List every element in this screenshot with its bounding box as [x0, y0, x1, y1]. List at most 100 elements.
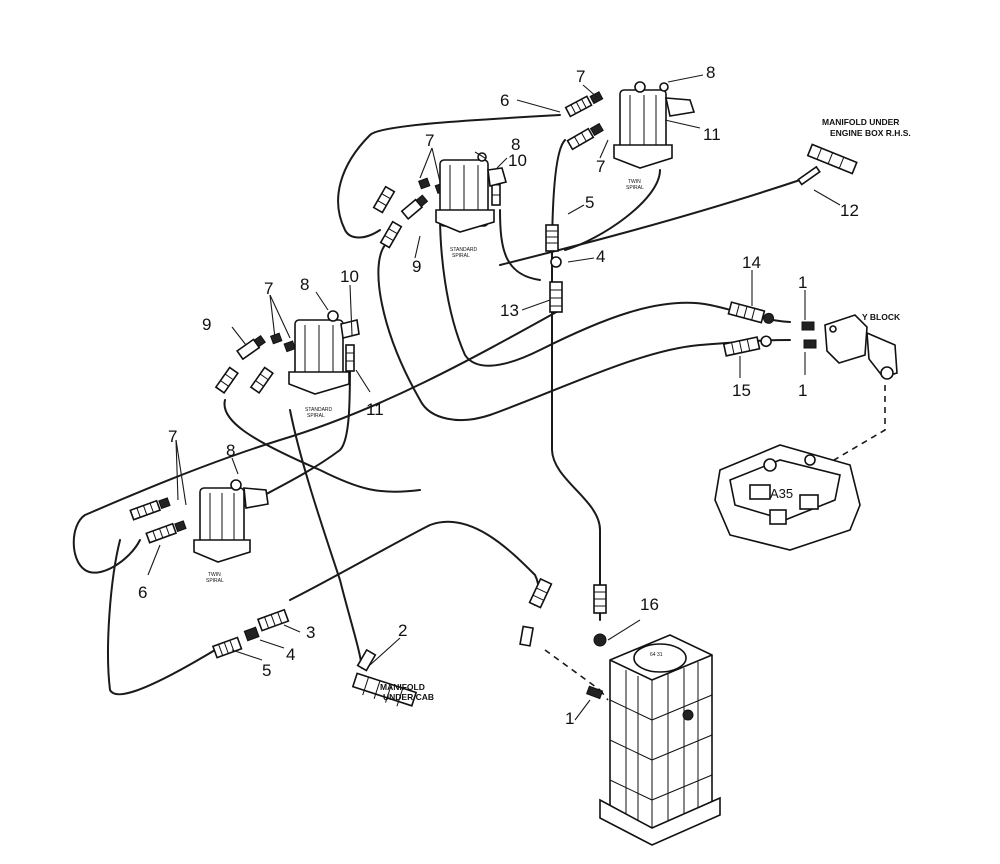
fitting-6-left: [145, 520, 187, 544]
fitting-11-left: [345, 344, 355, 372]
fitting-12: [797, 165, 821, 186]
callout-numbers: 6 7 8 11 7 12 7 8 10 9 5 4 13 14 1 1 15 …: [138, 63, 859, 728]
callout-7-std-top: 7: [425, 131, 434, 150]
callout-13: 13: [500, 301, 519, 320]
fitting-4-mid: [550, 256, 562, 268]
callout-4-left: 4: [286, 645, 295, 664]
motor-label-line1: TWIN: [208, 572, 221, 578]
callout-8-std-left: 8: [300, 275, 309, 294]
motor-label-line2: SPIRAL: [206, 578, 224, 584]
callout-7-tr-low: 7: [596, 157, 605, 176]
fitting-13: [549, 281, 563, 313]
elbow-9-left: [236, 334, 266, 361]
callout-9-left: 9: [202, 315, 211, 334]
callout-7-top: 7: [576, 67, 585, 86]
motor-label-line1: STANDARD: [305, 407, 333, 413]
callout-7-twin-left: 7: [168, 427, 177, 446]
callout-8-twin-left: 8: [226, 441, 235, 460]
hose-std-to-y: [377, 244, 791, 421]
callout-11-tr: 11: [703, 125, 721, 144]
y-block: [824, 314, 898, 380]
hose-std-right: [499, 209, 541, 281]
callout-1-pump: 1: [565, 709, 574, 728]
hydraulic-pump: 64 31: [599, 634, 721, 846]
valve-block: A35: [714, 444, 861, 551]
callout-5-left: 5: [262, 661, 271, 680]
callout-5-mid: 5: [585, 193, 594, 212]
fitting-16: [593, 633, 607, 647]
fitting-15: [722, 335, 772, 357]
fitting-7-tr-low: [566, 122, 604, 151]
callout-8-std-top: 8: [511, 135, 520, 154]
motor-label-line1: TWIN: [628, 179, 641, 185]
hose-twin-tr-down: [564, 169, 661, 251]
fitting-left-mid: [249, 366, 274, 394]
hose-long-diagonal: [72, 309, 561, 574]
motor-label-line1: STANDARD: [450, 247, 478, 253]
manifold-engine-label-line1: MANIFOLD UNDER: [822, 117, 899, 127]
callout-15: 15: [732, 381, 751, 400]
callout-10-left: 10: [340, 267, 359, 286]
motor-label-line2: SPIRAL: [307, 413, 325, 419]
hose-top-loop: [337, 114, 561, 239]
elbow-9-top: [400, 194, 429, 220]
callout-4-mid: 4: [596, 247, 605, 266]
fitting-3: [256, 608, 290, 632]
hose-std-low: [439, 214, 791, 367]
fitting-vertical-lower: [593, 584, 607, 614]
y-block-label: Y BLOCK: [862, 312, 901, 322]
motor-label-line2: SPIRAL: [626, 185, 644, 191]
adapter-1-pump: [585, 685, 604, 700]
hose-left-loop: [223, 399, 421, 493]
hose-fittings: [129, 91, 821, 700]
motor-twin-left: TWIN SPIRAL: [193, 479, 269, 584]
hose-bottom-left: [107, 539, 216, 696]
manifold-cab-label-line1: MANIFOLD: [380, 682, 425, 692]
adapter-1-top: [801, 321, 815, 331]
motor-twin-top-right: TWIN SPIRAL: [613, 81, 696, 191]
valve-block-code: A35: [770, 486, 793, 501]
callout-10-top: 10: [508, 151, 527, 170]
callout-3: 3: [306, 623, 315, 642]
motor-standard-left: STANDARD SPIRAL: [288, 310, 360, 419]
callout-11-left: 11: [366, 400, 384, 419]
fitting-4-left: [243, 626, 260, 642]
manifold-engine-label-line2: ENGINE BOX R.H.S.: [830, 128, 911, 138]
fitting-twin-upper: [129, 497, 171, 521]
fitting-5-mid: [545, 224, 559, 252]
motor-standard-top: STANDARD SPIRAL: [435, 152, 507, 259]
pump-top-text: 64 31: [650, 652, 663, 658]
fitting-bottom-elbow-2: [519, 625, 534, 647]
hose-to-manifold-rhs: [499, 179, 801, 266]
fitting-6-top: [564, 95, 593, 118]
hose-to-cab-manifold: [289, 409, 363, 669]
hose-vertical-main: [550, 139, 602, 621]
callout-1-top: 1: [798, 273, 807, 292]
captions: MANIFOLD UNDER ENGINE BOX R.H.S. MANIFOL…: [380, 117, 911, 702]
callout-6-top: 6: [500, 91, 509, 110]
fitting-bottom-elbow: [528, 577, 553, 609]
callout-12: 12: [840, 201, 859, 220]
manifold-under-cab: [351, 672, 418, 707]
motor-label-line2: SPIRAL: [452, 253, 470, 259]
fitting-5-left: [211, 636, 243, 659]
callout-2: 2: [398, 621, 407, 640]
fitting-std-lower: [379, 220, 403, 249]
manifold-engine-box: [806, 143, 858, 175]
manifold-cab-label-line2: UNDER CAB: [383, 692, 434, 702]
callout-6-left: 6: [138, 583, 147, 602]
callout-8-tr: 8: [706, 63, 715, 82]
adapter-7-top: [589, 91, 604, 105]
adapter-1-bottom: [803, 339, 817, 349]
fitting-left-upper: [214, 366, 239, 394]
callout-9-top: 9: [412, 257, 421, 276]
fitting-2: [356, 648, 377, 672]
hose-bottom-diagonal: [289, 520, 540, 606]
dashed-to-pump: [544, 649, 601, 691]
callout-leaders: [147, 74, 841, 721]
callout-1-bottom: 1: [798, 381, 807, 400]
callout-7-std-left: 7: [264, 279, 273, 298]
fitting-14: [727, 301, 775, 324]
callout-14: 14: [742, 253, 761, 272]
